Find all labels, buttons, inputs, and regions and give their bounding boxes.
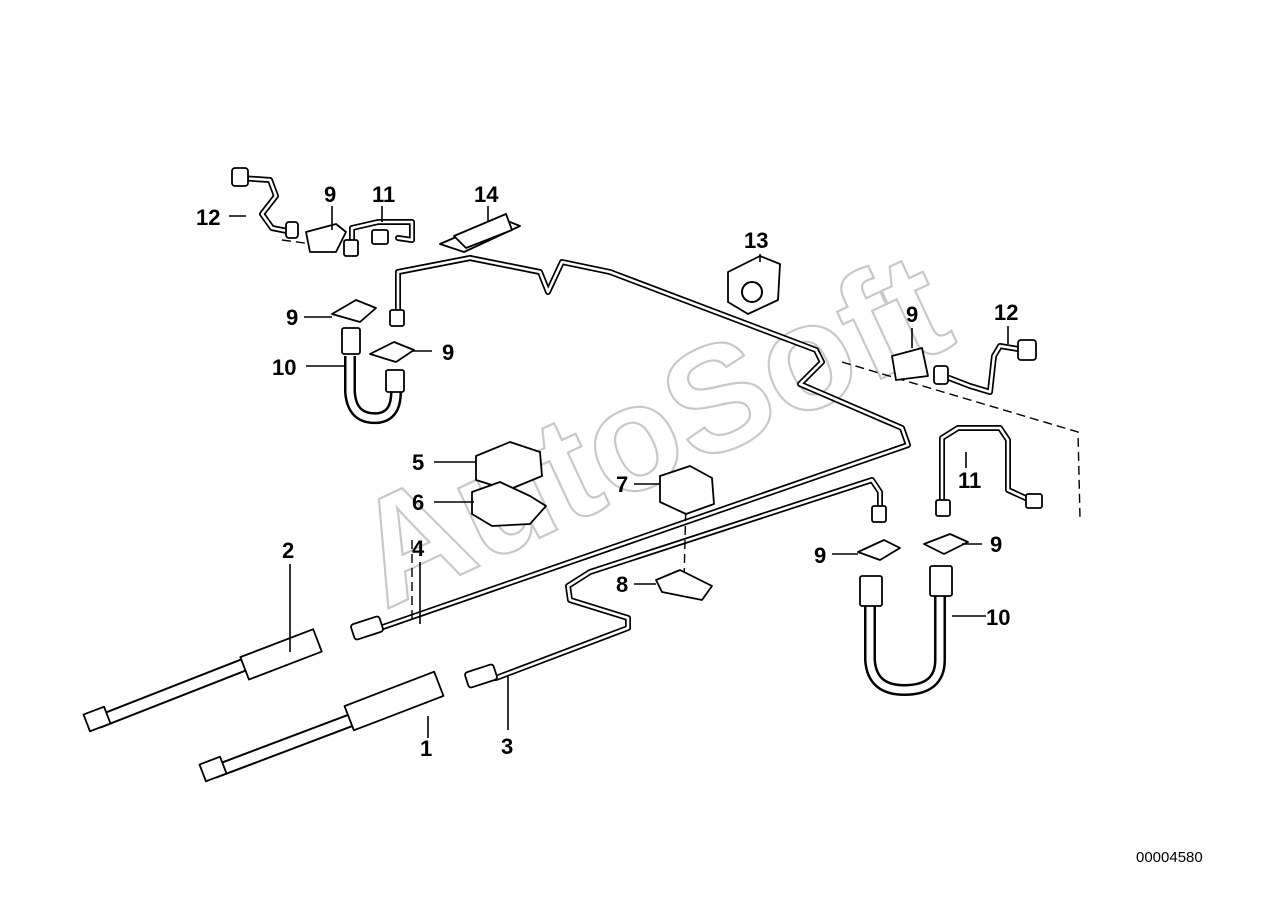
callout-6: 6: [412, 490, 424, 515]
leader-lines: [229, 206, 1009, 738]
callout-9-left-lower: 9: [442, 340, 454, 365]
callout-labels: 1 2 3 4 5 6 7 8 9 9 9 9 9 9 10 10 11 11 …: [196, 182, 1018, 761]
callout-9-left-mid: 9: [286, 305, 298, 330]
parts-7-8: [655, 465, 715, 601]
callout-4: 4: [412, 536, 425, 561]
callout-14: 14: [474, 182, 499, 207]
part-14-clip: [439, 213, 521, 253]
callout-11-right: 11: [958, 468, 981, 493]
brackets-9: [305, 223, 969, 561]
callout-3: 3: [501, 734, 513, 759]
callout-10-right: 10: [986, 605, 1010, 630]
callout-9-right-lower-right: 9: [990, 532, 1002, 557]
callout-9-upper-left: 9: [324, 182, 336, 207]
pipe-ends: [350, 615, 498, 689]
callout-12-left: 12: [196, 205, 220, 230]
callout-1: 1: [420, 736, 432, 761]
brake-pipe-left-11: [349, 219, 415, 243]
fittings: [343, 229, 1043, 523]
callout-8: 8: [616, 572, 628, 597]
brake-pipe-lower: [493, 477, 883, 681]
callout-2: 2: [282, 538, 294, 563]
hose-10-left: [341, 327, 405, 425]
part-12-left: [231, 167, 299, 239]
callout-13: 13: [744, 228, 768, 253]
part-13-clamp: [727, 255, 781, 315]
part-12-right: [933, 339, 1037, 395]
hose-2: [82, 628, 323, 733]
brake-pipe-main: [377, 255, 911, 631]
parts-5-6: [471, 441, 547, 527]
hose-10-right: [859, 565, 953, 697]
callout-10-left: 10: [272, 355, 296, 380]
callout-9-right-lower-left: 9: [814, 543, 826, 568]
brake-pipe-right-11: [939, 425, 1033, 503]
callout-9-right-upper: 9: [906, 302, 918, 327]
callout-12-right: 12: [994, 300, 1018, 325]
callout-7: 7: [616, 472, 628, 497]
document-id: 00004580: [1136, 849, 1203, 866]
hose-1: [198, 670, 445, 783]
callout-11-left: 11: [372, 182, 395, 207]
callout-5: 5: [412, 450, 424, 475]
